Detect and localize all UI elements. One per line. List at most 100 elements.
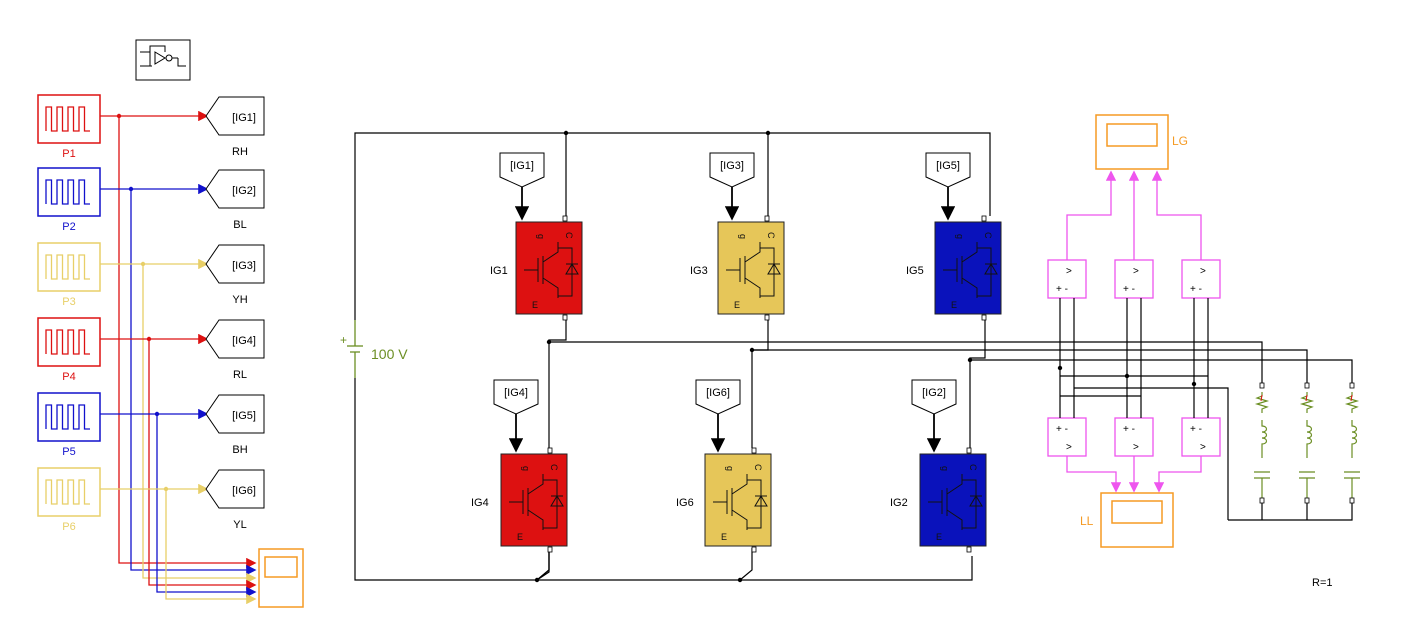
goto-tag-bl[interactable]: [IG2]BL	[205, 169, 265, 231]
collector-port[interactable]	[547, 447, 553, 454]
rlc-load-3[interactable]	[1344, 382, 1360, 504]
collector-port[interactable]	[981, 215, 987, 222]
igbt-name-label: IG1	[490, 265, 508, 277]
goto-tag-yl[interactable]: [IG6]YL	[205, 469, 265, 531]
goto-tag-rl[interactable]: [IG4]RL	[205, 319, 265, 381]
pulse-block[interactable]	[37, 94, 101, 144]
line-line-scope[interactable]: LL	[1080, 492, 1174, 548]
junction-dot	[765, 130, 771, 136]
voltage-sensor-lg-1[interactable]: >+ -	[1047, 259, 1087, 299]
from-tag-block[interactable]	[695, 379, 741, 415]
voltage-sensor-ll-3[interactable]: + ->	[1181, 417, 1221, 457]
load-port	[1259, 497, 1265, 504]
goto-block[interactable]	[205, 169, 265, 209]
rlc-load-1[interactable]	[1254, 382, 1270, 504]
logic-operator-icon[interactable]	[135, 39, 191, 81]
goto-block[interactable]	[205, 469, 265, 509]
square-wave-icon	[45, 254, 90, 280]
resistor-symbol	[1254, 392, 1270, 413]
from-tag-block[interactable]	[499, 152, 545, 188]
goto-name: YH	[232, 294, 247, 306]
igbt-block[interactable]	[515, 221, 583, 315]
emitter-port[interactable]	[764, 314, 770, 321]
sensor-sign: + -	[1123, 284, 1135, 295]
dc-voltage-source[interactable]: + 100 V	[340, 320, 408, 378]
voltage-sensor-lg-2[interactable]: > + -	[1114, 259, 1154, 299]
pulse-generator-p1[interactable]: P1	[37, 94, 101, 160]
diode-symbol	[984, 263, 998, 275]
pulse-generator-p4[interactable]: P4	[37, 317, 101, 383]
diode-symbol	[565, 263, 579, 275]
pulse-block[interactable]	[37, 467, 101, 517]
goto-tag-yh[interactable]: [IG3] YH	[205, 244, 265, 306]
goto-tag-bh[interactable]: [IG5]BH	[205, 394, 265, 456]
line-ground-scope[interactable]: LG	[1095, 114, 1188, 170]
collector-port[interactable]	[966, 447, 972, 454]
pulse-generator-p5[interactable]: P5	[37, 392, 101, 458]
pulse-to-scope-wire	[130, 189, 257, 576]
resistor-symbol	[1344, 392, 1360, 413]
emitter-port[interactable]	[562, 314, 568, 321]
from-tag-block[interactable]	[911, 379, 957, 415]
junction-dot	[737, 577, 743, 583]
goto-tag-text: [IG3]	[232, 260, 256, 272]
emitter-port[interactable]	[966, 546, 972, 553]
from-tag-block[interactable]	[493, 379, 539, 415]
igbt-name-label: IG2	[890, 497, 908, 509]
voltage-sensor-ll-1[interactable]: + ->	[1047, 417, 1087, 457]
pulse-to-scope-wire	[142, 264, 257, 584]
goto-tag-rh[interactable]: [IG1]RH	[205, 96, 265, 158]
rlc-load-2[interactable]	[1299, 382, 1315, 504]
igbt-block[interactable]	[934, 221, 1002, 315]
pulse-block[interactable]	[37, 392, 101, 442]
signal-scope[interactable]	[258, 548, 304, 608]
from-tag-block[interactable]	[709, 152, 755, 188]
sensor-sign: + -	[1123, 424, 1135, 435]
load-port	[1349, 497, 1355, 504]
sensor-block[interactable]	[1181, 259, 1221, 299]
collector-port[interactable]	[751, 447, 757, 454]
load-port	[1304, 382, 1310, 389]
emitter-port[interactable]	[751, 546, 757, 553]
pulse-label: P1	[62, 148, 75, 160]
square-wave-icon	[45, 106, 90, 132]
voltage-sensor-ll-2[interactable]: + ->	[1114, 417, 1154, 457]
square-wave-icon	[45, 329, 90, 355]
pulse-generator-p6[interactable]: P6	[37, 467, 101, 533]
pin-e-label: E	[951, 300, 957, 310]
from-tag-block[interactable]	[925, 152, 971, 188]
goto-block[interactable]	[205, 394, 265, 434]
voltage-sensor-lg-3[interactable]: >+ -	[1181, 259, 1221, 299]
pulse-block[interactable]	[37, 242, 101, 292]
goto-block[interactable]	[205, 96, 265, 136]
sensor-block[interactable]	[1047, 417, 1087, 457]
pulse-block[interactable]	[37, 317, 101, 367]
pulse-generator-p3[interactable]: P3	[37, 242, 101, 308]
collector-port[interactable]	[562, 215, 568, 222]
goto-block[interactable]	[205, 244, 265, 284]
pin-c-label: C	[766, 232, 776, 239]
goto-block[interactable]	[205, 319, 265, 359]
resistor-mark	[1260, 394, 1263, 402]
sensor-block[interactable]	[1047, 259, 1087, 299]
igbt-block[interactable]	[919, 453, 987, 547]
resistor-mark	[1305, 394, 1308, 402]
sensor-block[interactable]	[1181, 417, 1221, 457]
collector-port[interactable]	[764, 215, 770, 222]
emitter-port[interactable]	[547, 546, 553, 553]
igbt-block[interactable]	[717, 221, 785, 315]
sensor-arrow: >	[1133, 266, 1139, 277]
pulse-block[interactable]	[37, 167, 101, 217]
emitter-port[interactable]	[981, 314, 987, 321]
pulse-generator-p2[interactable]: P2	[37, 167, 101, 233]
igbt-block[interactable]	[704, 453, 772, 547]
wire	[536, 548, 550, 581]
igbt-block[interactable]	[500, 453, 568, 547]
